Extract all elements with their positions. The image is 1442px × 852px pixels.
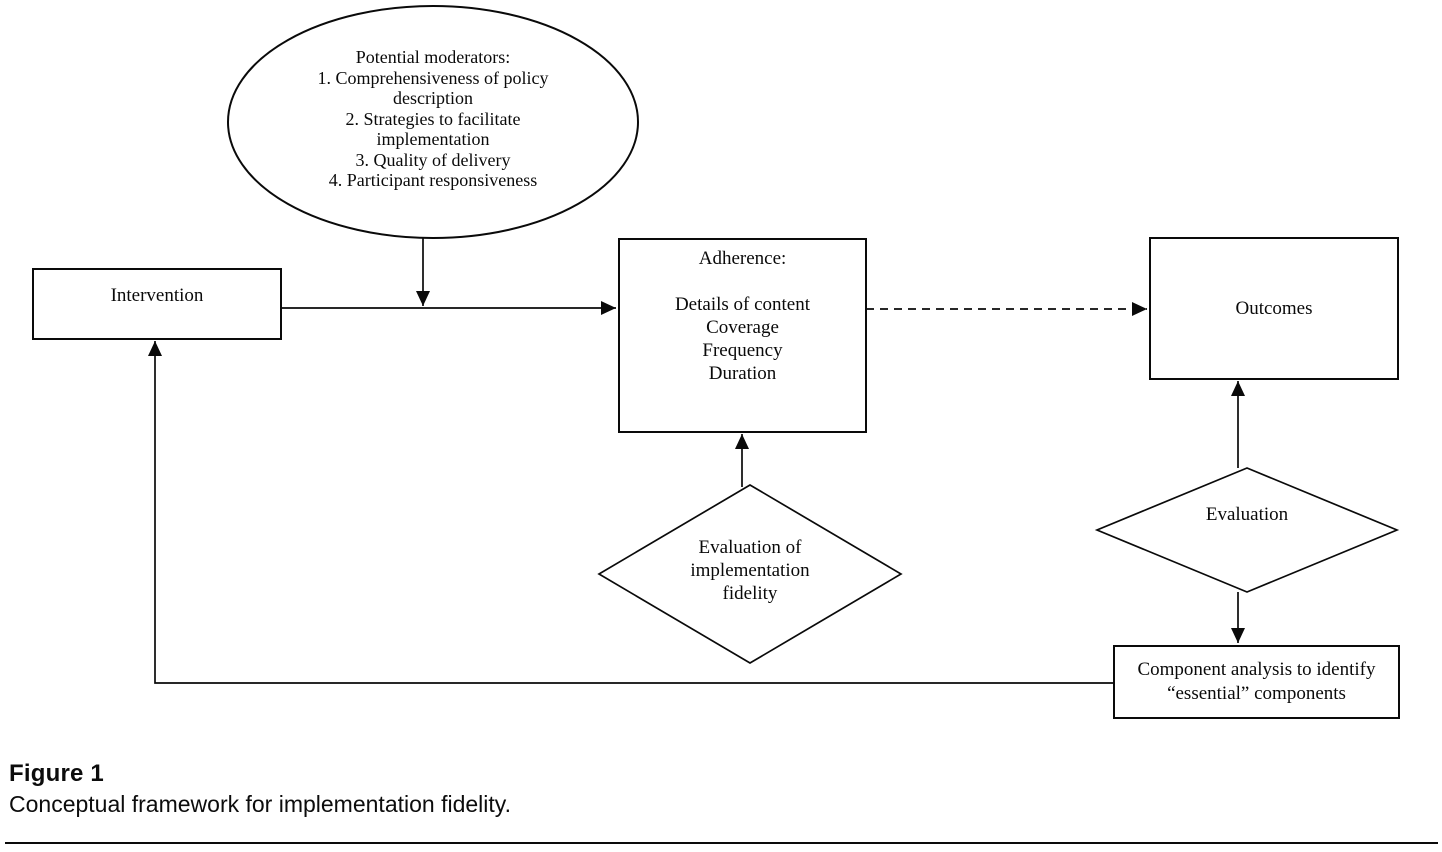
adherence-item: Coverage — [706, 317, 779, 338]
adherence-item: Details of content — [674, 294, 811, 315]
figure-caption: Figure 1 Conceptual framework for implem… — [9, 758, 511, 820]
fidelity-line: implementation — [690, 560, 810, 581]
evaluation-diamond-shape — [1094, 467, 1400, 593]
adherence-title: Adherence: — [698, 248, 787, 269]
moderators-line: 1. Comprehensiveness of policy — [317, 67, 549, 88]
evaluation-label: Evaluation — [1205, 504, 1289, 525]
intervention-label: Intervention — [110, 284, 204, 306]
figure-caption-text: Conceptual framework for implementation … — [9, 791, 511, 817]
moderators-line: implementation — [376, 129, 490, 149]
component-analysis-line: “essential” components — [1167, 683, 1346, 704]
component-analysis-line: Component analysis to identify — [1137, 659, 1376, 680]
moderators-line: 2. Strategies to facilitate — [345, 108, 521, 129]
fidelity-line: Evaluation of — [698, 537, 802, 558]
moderators-line: Potential moderators: — [355, 47, 511, 67]
evaluation-diamond-text: Evaluation — [1157, 503, 1337, 526]
adherence-box: Adherence: Details of content Coverage F… — [618, 238, 867, 433]
bottom-rule — [5, 842, 1438, 844]
fidelity-diamond-shape — [597, 484, 903, 664]
fidelity-line: fidelity — [722, 583, 778, 604]
intervention-box: Intervention — [32, 268, 282, 340]
feedback-line-component-to-intervention — [148, 341, 1113, 684]
adherence-item: Frequency — [702, 340, 783, 361]
moderators-line: 3. Quality of delivery — [355, 149, 511, 170]
moderators-line: description — [393, 88, 473, 108]
adherence-spacer — [620, 270, 865, 293]
moderators-line: 4. Participant responsiveness — [328, 170, 538, 190]
component-analysis-box: Component analysis to identify “essentia… — [1113, 645, 1400, 719]
figure-label: Figure 1 — [9, 760, 104, 787]
moderators-ellipse-text: Potential moderators: 1. Comprehensivene… — [253, 47, 613, 191]
outcomes-label: Outcomes — [1235, 298, 1313, 319]
fidelity-diamond-text: Evaluation of implementation fidelity — [660, 536, 840, 605]
outcomes-box: Outcomes — [1149, 237, 1399, 380]
moderators-ellipse-shape — [227, 5, 639, 239]
adherence-item: Duration — [708, 363, 777, 384]
